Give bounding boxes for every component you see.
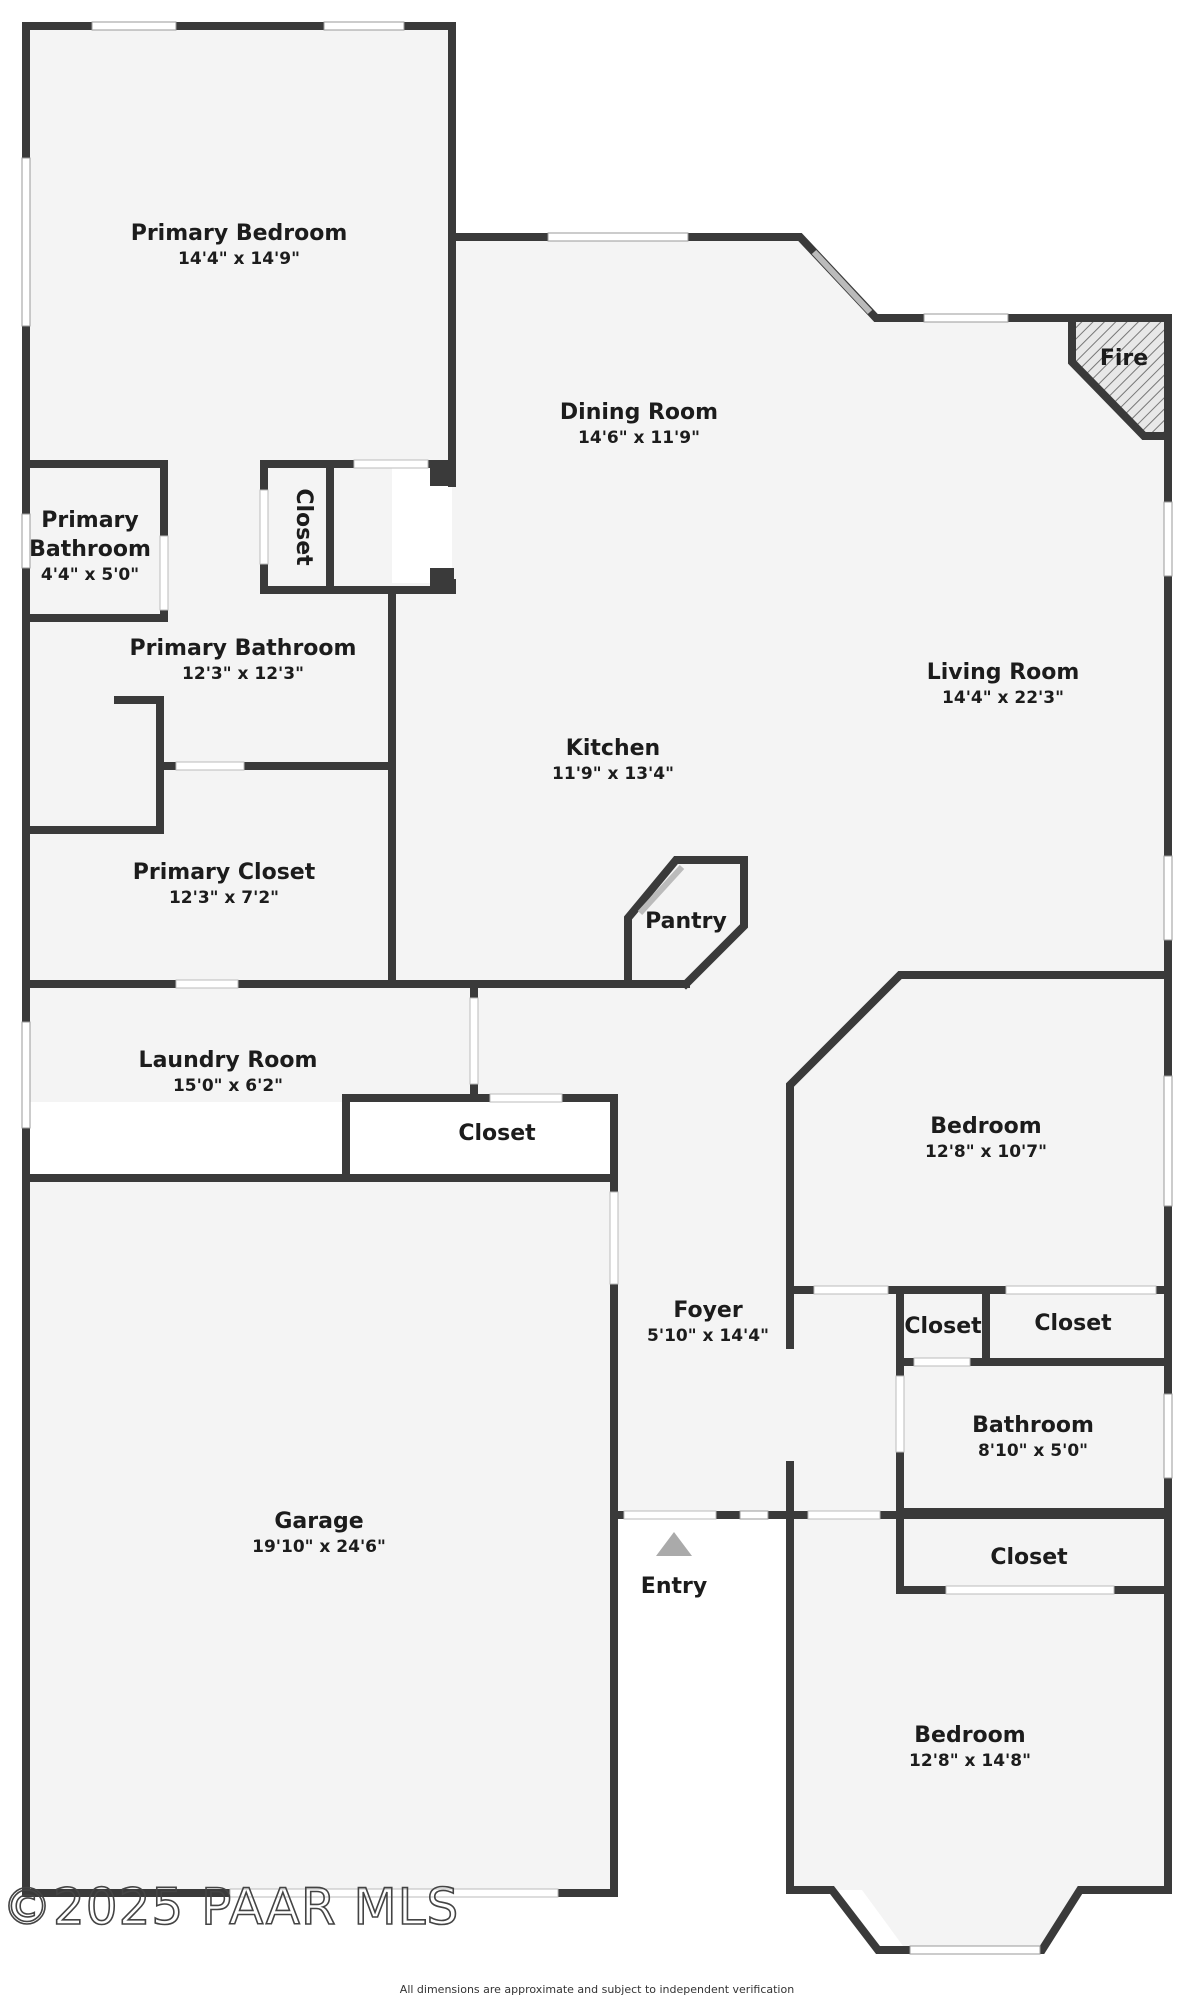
foyer-label: Foyer — [673, 1298, 743, 1323]
watermark: ©2025 PAAR MLS — [2, 1878, 459, 1936]
closet-small-label: Closet — [904, 1314, 982, 1339]
door-openings — [159, 249, 1157, 1898]
closet-right-label: Closet — [1034, 1311, 1112, 1336]
primary-bedroom-floor — [26, 26, 452, 464]
closet-vertical-label: Closet — [291, 488, 316, 566]
foyer-dim: 5'10" x 14'4" — [647, 1326, 769, 1346]
primary-bathroom-small-label-line2: Bathroom — [29, 537, 151, 562]
primary-bathroom-dim: 12'3" x 12'3" — [182, 664, 304, 684]
bedroom-2-label: Bedroom — [914, 1723, 1025, 1748]
main-living-floor — [26, 237, 1168, 1515]
pantry-label: Pantry — [645, 909, 727, 934]
bathroom-label: Bathroom — [972, 1413, 1094, 1438]
fireplace-hatch — [1074, 322, 1164, 436]
entry-arrow-icon — [656, 1532, 692, 1556]
walls — [22, 22, 1172, 1954]
bathroom-dim: 8'10" x 5'0" — [978, 1441, 1088, 1461]
kitchen-dim: 11'9" x 13'4" — [552, 764, 674, 784]
living-room-dim: 14'4" x 22'3" — [942, 688, 1064, 708]
primary-closet-dim: 12'3" x 7'2" — [169, 888, 279, 908]
dining-room-label: Dining Room — [560, 400, 718, 425]
dining-room-dim: 14'6" x 11'9" — [578, 428, 700, 448]
living-room-label: Living Room — [927, 660, 1080, 685]
primary-closet-label: Primary Closet — [133, 860, 316, 885]
laundry-room-dim: 15'0" x 6'2" — [173, 1076, 283, 1096]
bedroom-1-label: Bedroom — [930, 1114, 1041, 1139]
fireplace-label: Fire — [1100, 346, 1148, 371]
disclaimer: All dimensions are approximate and subje… — [400, 1983, 794, 1996]
primary-bedroom-label: Primary Bedroom — [131, 221, 348, 246]
bedroom-2-dim: 12'8" x 14'8" — [909, 1751, 1031, 1771]
primary-bathroom-small-dim: 4'4" x 5'0" — [41, 565, 139, 585]
laundry-room-label: Laundry Room — [139, 1048, 318, 1073]
laundry-closet-label: Closet — [458, 1121, 536, 1146]
foyer-floor — [611, 1102, 790, 1515]
bedroom-1-dim: 12'8" x 10'7" — [925, 1142, 1047, 1162]
windows — [21, 21, 1173, 1955]
garage-dim: 19'10" x 24'6" — [252, 1537, 386, 1557]
garage-floor — [26, 1178, 611, 1893]
primary-bathroom-label: Primary Bathroom — [130, 636, 357, 661]
primary-bedroom-dim: 14'4" x 14'9" — [178, 249, 300, 269]
garage-label: Garage — [274, 1509, 363, 1534]
entry-label: Entry — [641, 1574, 707, 1599]
bedroom-wing-floor — [790, 975, 1168, 1950]
kitchen-label: Kitchen — [566, 736, 660, 761]
floor-areas — [26, 26, 1168, 1950]
closet-lower-label: Closet — [990, 1545, 1068, 1570]
primary-bathroom-small-label-line1: Primary — [41, 508, 138, 533]
